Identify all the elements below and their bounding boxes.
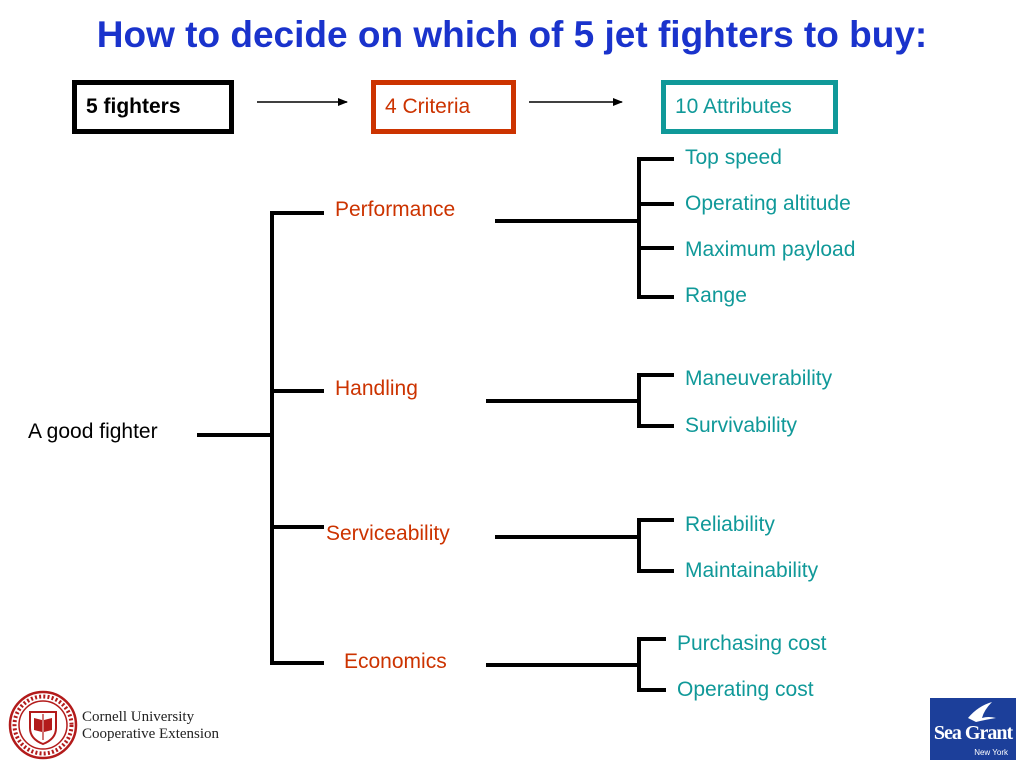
attribute-operating-cost: Operating cost (677, 678, 814, 701)
cornell-extension-wordmark: Cornell University Cooperative Extension (82, 709, 219, 743)
attribute-top-speed: Top speed (685, 146, 782, 169)
new-york-text: New York (974, 748, 1008, 757)
cornell-university-text: Cornell University (82, 709, 195, 725)
criteria-header-box: 4 Criteria (371, 80, 516, 134)
attribute-maneuverability: Maneuverability (685, 367, 833, 390)
attribute-purchasing-cost: Purchasing cost (677, 632, 827, 655)
attributes-header-box: 10 Attributes (661, 80, 838, 134)
sea-grant-text: Sea Grant (933, 722, 1013, 744)
fighters-header-box: 5 fighters (72, 80, 234, 134)
attribute-range: Range (685, 284, 747, 307)
attribute-survivability: Survivability (685, 414, 798, 437)
attribute-operating-altitude: Operating altitude (685, 192, 851, 215)
attribute-reliability: Reliability (685, 513, 775, 536)
attribute-maximum-payload: Maximum payload (685, 238, 856, 261)
criterion-performance: Performance (335, 198, 456, 221)
seagull-icon (968, 702, 996, 722)
page-title: How to decide on which of 5 jet fighters… (96, 14, 928, 55)
attribute-maintainability: Maintainability (685, 559, 819, 582)
root-goal-label: A good fighter (28, 420, 158, 443)
criterion-serviceability: Serviceability (326, 522, 450, 545)
criterion-economics: Economics (344, 650, 447, 673)
cornell-seal-logo (8, 690, 78, 760)
sea-grant-logo: Sea Grant New York (930, 698, 1016, 760)
cooperative-extension-text: Cooperative Extension (82, 726, 220, 742)
criterion-handling: Handling (335, 377, 418, 400)
